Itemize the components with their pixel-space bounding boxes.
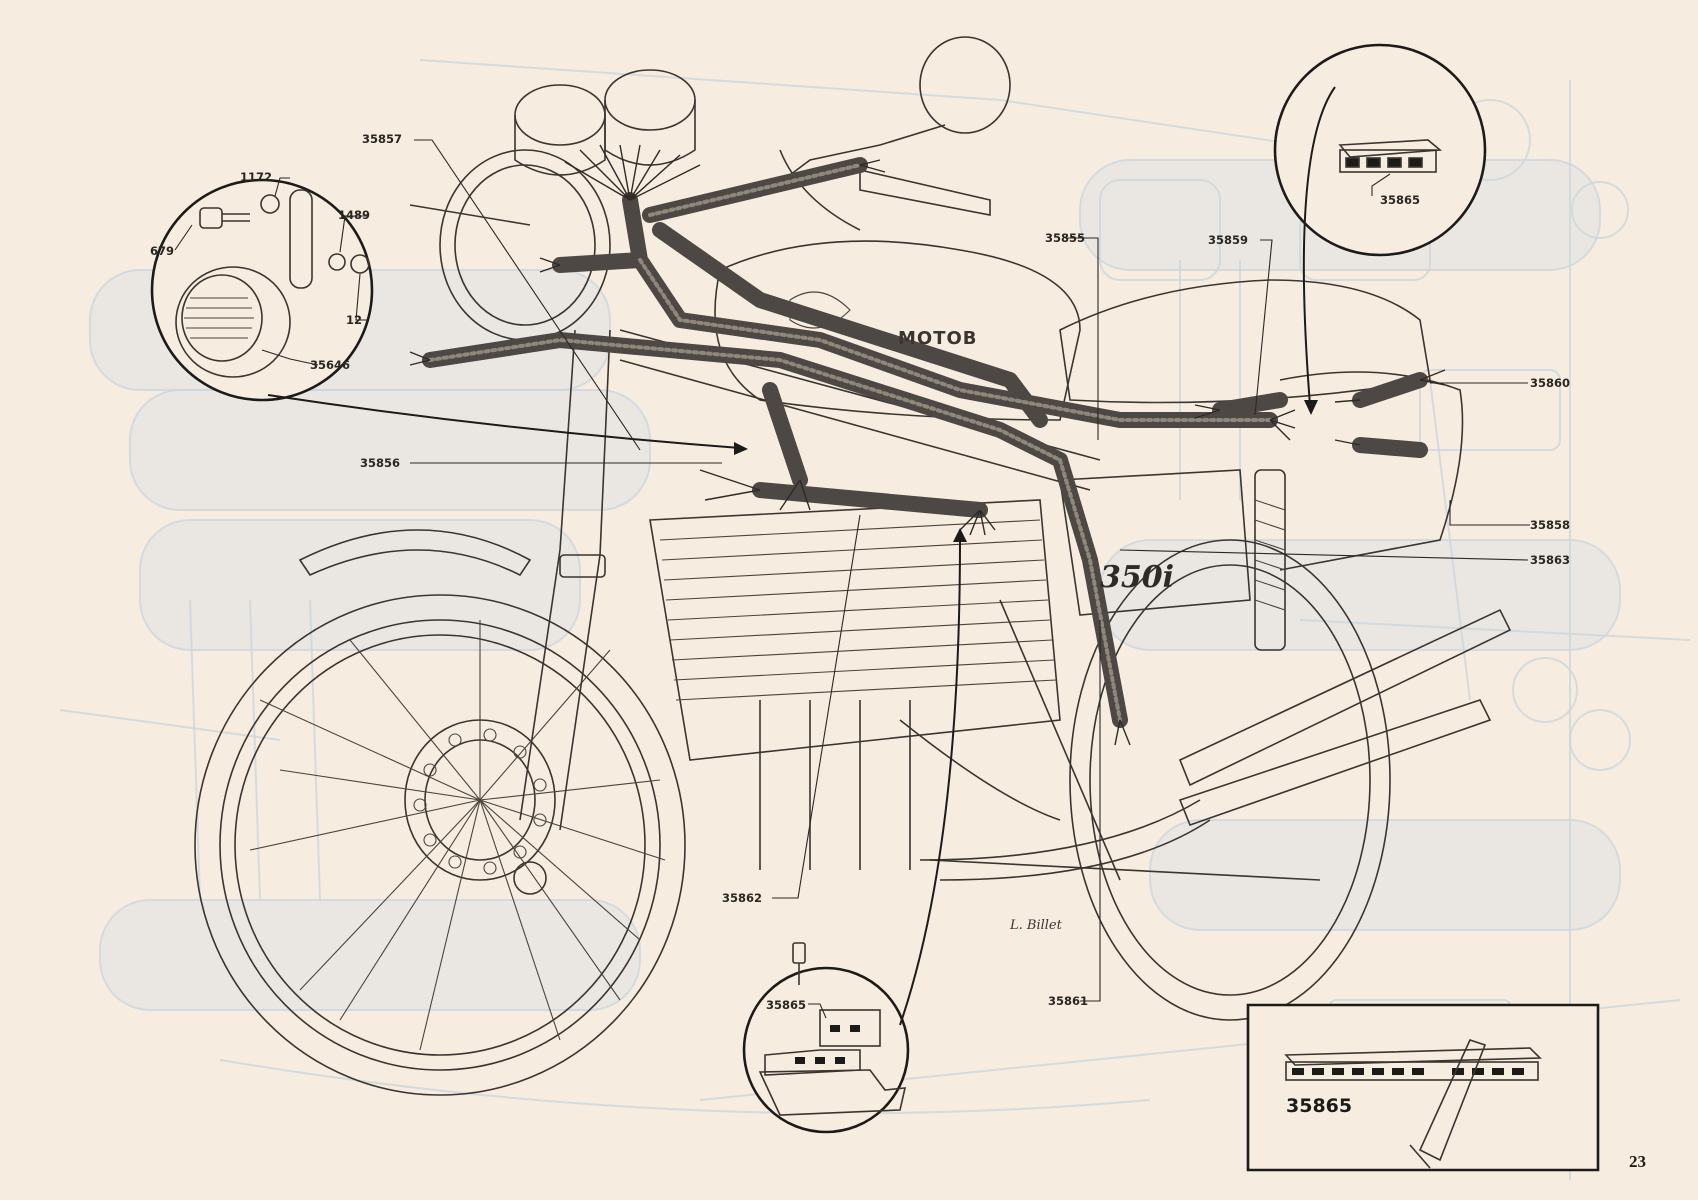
connector-detail-inset-bottom bbox=[742, 942, 910, 1134]
callout-35865-top: 35865 bbox=[1380, 193, 1421, 207]
rear-shock bbox=[1254, 469, 1286, 651]
callout-1172: 1172 bbox=[240, 170, 273, 184]
connector-boxed-detail bbox=[1246, 1003, 1600, 1172]
horn-pointer-arrow bbox=[267, 394, 741, 449]
tail-section bbox=[1279, 371, 1464, 571]
mirror-and-handlebar bbox=[409, 36, 1011, 231]
callout-35859: 35859 bbox=[1208, 233, 1249, 247]
engine-block bbox=[649, 499, 1061, 870]
page-number: 23 bbox=[1629, 1152, 1646, 1171]
motorcycle-drawing bbox=[194, 36, 1512, 1096]
callout-35856: 35856 bbox=[360, 456, 401, 470]
connector-bottom-pointer-arrow bbox=[899, 539, 961, 1026]
connector-detail-inset-top bbox=[1273, 43, 1487, 257]
callout-35862: 35862 bbox=[722, 891, 763, 905]
artist-signature: L. Billet bbox=[1010, 918, 1062, 933]
callout-35857: 35857 bbox=[362, 132, 403, 146]
horn-detail-inset bbox=[150, 177, 374, 402]
fuel-tank bbox=[714, 240, 1081, 421]
callout-35865-mid: 35865 bbox=[766, 998, 807, 1012]
callout-12: 12 bbox=[346, 313, 363, 327]
wiring-harness bbox=[409, 144, 1446, 746]
callout-679: 679 bbox=[150, 244, 175, 258]
front-fork bbox=[519, 329, 611, 831]
front-fender bbox=[298, 529, 532, 577]
side-cover bbox=[1059, 469, 1251, 616]
instrument-cluster bbox=[514, 69, 696, 176]
tank-lettering: MOTOB bbox=[898, 328, 978, 349]
callout-35861: 35861 bbox=[1048, 994, 1089, 1008]
callout-1489: 1489 bbox=[338, 208, 371, 222]
callout-35646: 35646 bbox=[310, 358, 351, 372]
callout-35858: 35858 bbox=[1530, 518, 1571, 532]
callout-35860: 35860 bbox=[1530, 376, 1571, 390]
seat bbox=[1059, 279, 1431, 404]
front-wheel bbox=[194, 594, 686, 1096]
callout-35865-box: 35865 bbox=[1286, 1095, 1353, 1117]
callout-35863: 35863 bbox=[1530, 553, 1571, 567]
connector-top-pointer-arrow bbox=[1302, 86, 1336, 406]
exhaust-pipes bbox=[919, 608, 1512, 881]
callout-35855: 35855 bbox=[1045, 231, 1086, 245]
rear-wheel bbox=[1069, 539, 1391, 1021]
callout-leaders bbox=[410, 139, 1530, 1002]
side-cover-lettering: 350i bbox=[1100, 560, 1175, 595]
